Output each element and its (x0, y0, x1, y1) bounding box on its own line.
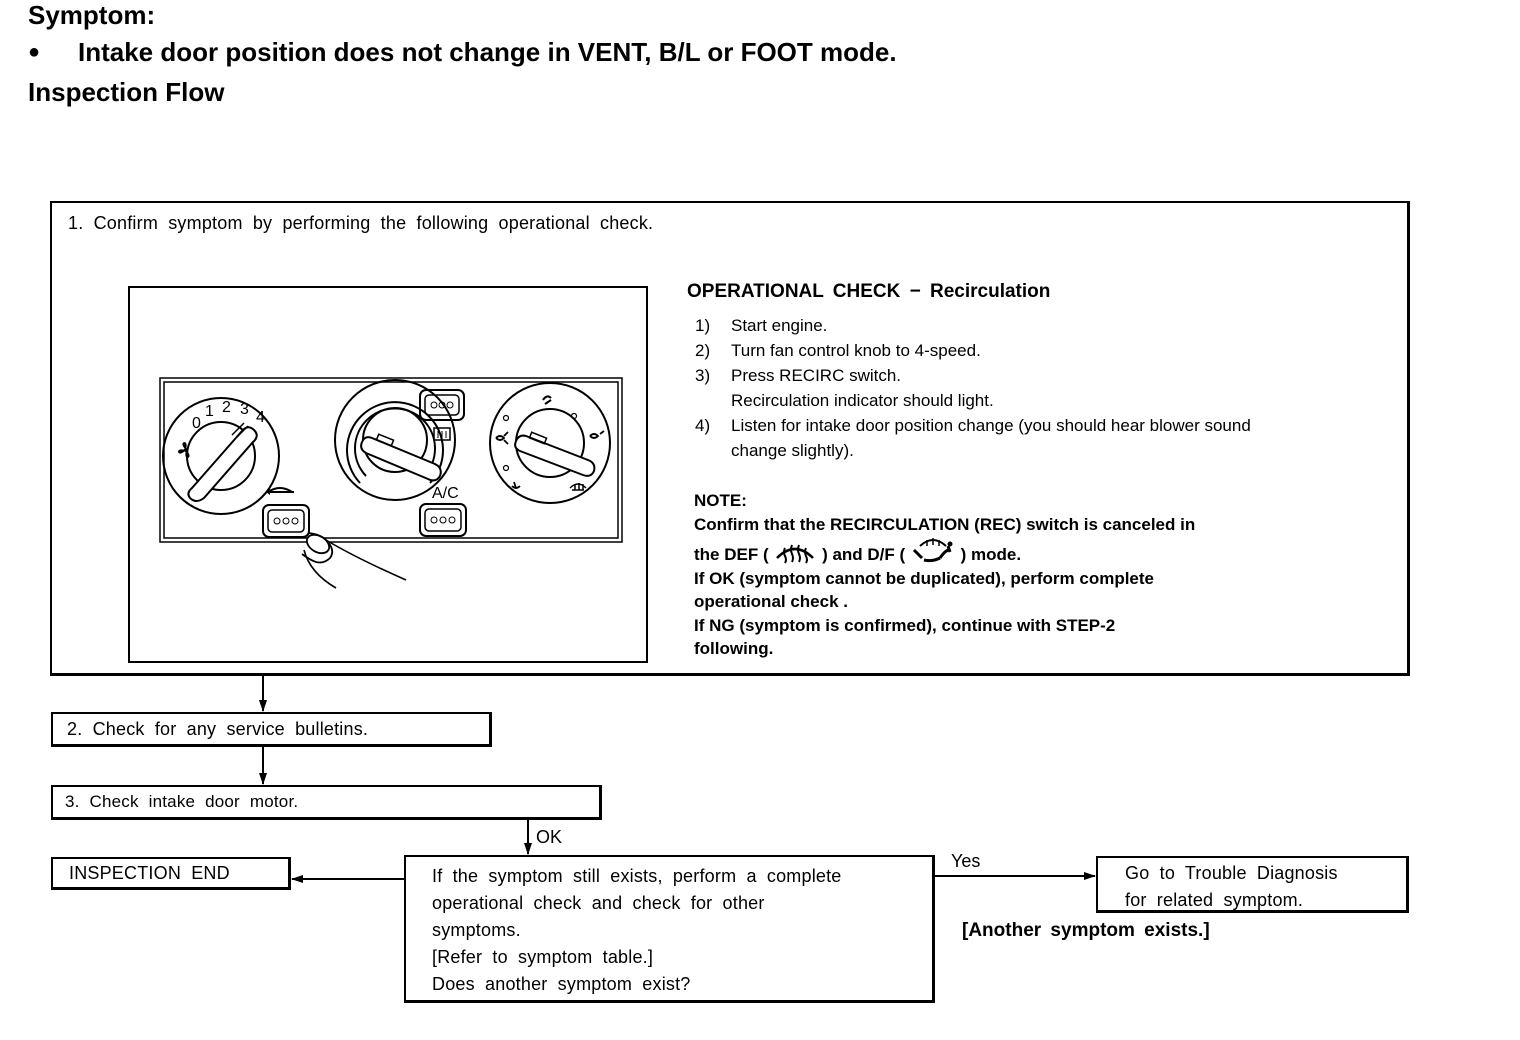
step2-box: 2. Check for any service bulletins. (51, 712, 492, 747)
step2-text: 2. Check for any service bulletins. (67, 719, 369, 739)
step3-box: 3. Check intake door motor. (51, 785, 602, 820)
fan-speed-0: 0 (192, 415, 201, 432)
operational-check-steps: 1) Start engine. 2) Turn fan control knob … (687, 313, 1387, 463)
rear-defog-icon (433, 427, 451, 441)
check-step: change slightly). (687, 438, 1387, 463)
trouble-diagnosis-line: Go to Trouble Diagnosis (1125, 863, 1338, 883)
note-line-icons: the DEF ( ) and D/F ( ) mode. (694, 536, 1394, 567)
check-step: 2) Turn fan control knob to 4-speed. (687, 338, 1387, 363)
trouble-diagnosis-line: for related symptom. (1125, 890, 1304, 910)
control-panel-drawing: 0 1 2 3 4 (159, 377, 623, 589)
fan-icon (178, 442, 190, 458)
bullet: ● (28, 41, 41, 63)
foot-icon (511, 481, 521, 489)
yes-label: Yes (951, 851, 981, 871)
step3-text: 3. Check intake door motor. (65, 792, 299, 811)
step1-box: 1. Confirm symptom by performing the fol… (50, 201, 1410, 676)
trouble-diagnosis-box: Go to Trouble Diagnosis for related symp… (1096, 856, 1409, 913)
note-line: Confirm that the RECIRCULATION (REC) swi… (694, 514, 1196, 534)
check-step-text: Turn fan control knob to 4-speed. (731, 341, 981, 360)
recirc-icon (266, 487, 294, 495)
trouble-diagnosis-text: Go to Trouble Diagnosis for related symp… (1125, 860, 1338, 914)
fan-speed-3: 3 (240, 401, 249, 418)
fan-control-knob: 0 1 2 3 4 (162, 397, 280, 515)
vent-icon (542, 395, 552, 405)
symptom-line: ● Intake door position does not change in… (28, 37, 897, 68)
question-text: If the symptom still exists, perform a c… (432, 863, 842, 998)
inspection-end-text: INSPECTION END (69, 863, 230, 883)
check-step: 3) Press RECIRC switch. (687, 363, 1387, 388)
note-line: If NG (symptom is confirmed), continue w… (694, 615, 1116, 635)
operational-check-title: OPERATIONAL CHECK − Recirculation (687, 281, 1051, 302)
question-line: symptoms. (432, 920, 521, 940)
def-icon (776, 544, 815, 564)
fan-speed-4: 4 (256, 409, 265, 426)
check-step-text: change slightly). (731, 441, 854, 460)
question-line: Does another symptom exist? (432, 974, 691, 994)
check-step: 4) Listen for intake door position change… (687, 413, 1387, 438)
df-icon (912, 538, 953, 563)
def-mode-icon (569, 483, 587, 491)
question-line: operational check and check for other (432, 893, 765, 913)
ac-button (419, 503, 467, 537)
check-step-number (687, 438, 731, 463)
check-step-text: Start engine. (731, 316, 828, 335)
check-step-text: Listen for intake door position change (… (731, 416, 1251, 435)
check-step-number (687, 388, 731, 413)
rear-defog-button (419, 389, 465, 421)
inspection-end-box: INSPECTION END (51, 857, 291, 890)
recirc-button (262, 504, 310, 538)
note-line: If OK (symptom cannot be duplicated), pe… (694, 568, 1154, 588)
check-step-number: 4) (695, 416, 711, 435)
check-step-text: Recirculation indicator should light. (731, 391, 994, 410)
fan-speed-1: 1 (205, 403, 214, 420)
mode-control-knob (489, 382, 611, 504)
check-step-number: 2) (695, 341, 711, 360)
temperature-control-knob (334, 379, 456, 501)
bilevel-icon (495, 431, 509, 445)
note-line: following. (694, 639, 774, 658)
df-mode-icon (589, 430, 605, 439)
control-panel-illustration: 0 1 2 3 4 (128, 286, 648, 663)
check-step-number: 1) (695, 316, 711, 335)
fan-speed-2: 2 (222, 399, 231, 416)
symptom-heading: Symptom: (28, 0, 156, 30)
symptom-text: Intake door position does not change in … (78, 37, 897, 67)
inspection-flow-heading: Inspection Flow (28, 77, 225, 107)
step1-text: 1. Confirm symptom by performing the fol… (68, 213, 654, 233)
note-text: ) mode. (960, 545, 1022, 564)
ac-label: A/C (432, 485, 459, 502)
check-step-number: 3) (695, 366, 711, 385)
check-step: Recirculation indicator should light. (687, 388, 1387, 413)
note-label: NOTE: (694, 491, 747, 510)
note-line: operational check . (694, 592, 848, 611)
note-block: NOTE: Confirm that the RECIRCULATION (RE… (694, 489, 1394, 661)
question-box: If the symptom still exists, perform a c… (404, 855, 935, 1003)
question-line: If the symptom still exists, perform a c… (432, 866, 842, 886)
operational-check: OPERATIONAL CHECK − Recirculation 1) Star… (687, 281, 1387, 463)
ok-label: OK (536, 827, 563, 847)
note-text: the DEF ( (694, 545, 769, 564)
question-line: [Refer to symptom table.] (432, 947, 654, 967)
note-text: ) and D/F ( (822, 545, 906, 564)
another-symptom-note: [Another symptom exists.] (962, 920, 1210, 941)
check-step: 1) Start engine. (687, 313, 1387, 338)
check-step-text: Press RECIRC switch. (731, 366, 902, 385)
hand-pointer-icon (301, 532, 407, 589)
